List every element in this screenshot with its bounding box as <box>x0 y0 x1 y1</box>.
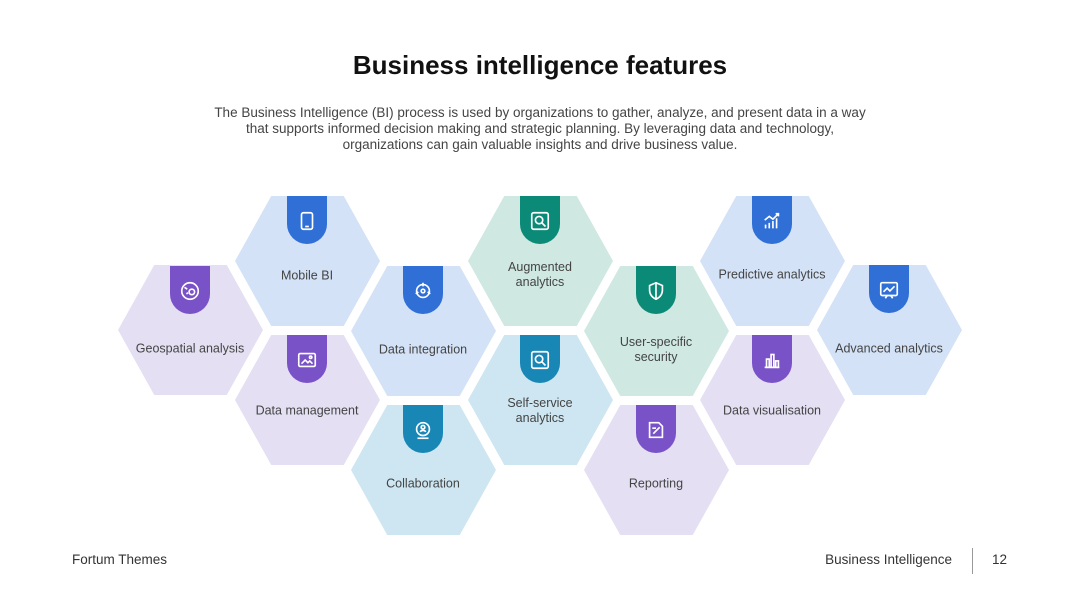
reporting-label: Reporting <box>628 476 684 491</box>
badge-advanced <box>869 265 909 313</box>
advanced-label: Advanced analytics <box>835 341 943 356</box>
monitor-chart-icon <box>879 281 899 299</box>
mobile-bi-label: Mobile BI <box>280 268 334 283</box>
team-icon <box>415 421 431 440</box>
badge-reporting <box>636 405 676 453</box>
badge-augmented <box>520 196 560 244</box>
badge-visualisation <box>752 335 792 383</box>
badge-predictive <box>752 196 792 244</box>
edit-document-icon <box>648 421 664 439</box>
search-chart-icon <box>530 350 550 370</box>
badge-collaboration <box>403 405 443 453</box>
geospatial-label: Geospatial analysis <box>135 341 245 356</box>
badge-mobile-bi <box>287 196 327 244</box>
search-chart-icon <box>530 211 550 231</box>
badge-geospatial <box>170 266 210 314</box>
page-title: Business intelligence features <box>352 50 728 80</box>
image-frame-icon <box>297 352 317 368</box>
badge-data-management <box>287 335 327 383</box>
bar-chart-icon <box>764 353 780 369</box>
cycle-arrows-icon <box>415 282 431 299</box>
shield-icon <box>648 281 664 301</box>
tablet-icon <box>300 211 314 231</box>
page-subtitle: The Business Intelligence (BI) process i… <box>214 105 866 152</box>
data-management-label: Data management <box>255 403 359 418</box>
badge-self-service <box>520 335 560 383</box>
badge-data-integration <box>403 266 443 314</box>
visualisation-label: Data visualisation <box>723 403 821 418</box>
growth-chart-icon <box>764 212 780 229</box>
badge-security <box>636 266 676 314</box>
predictive-label: Predictive analytics <box>718 267 826 282</box>
footer-brand: Fortum Themes <box>72 552 168 567</box>
augmented-label: Augmented analytics <box>508 260 572 289</box>
collaboration-label: Collaboration <box>386 476 460 491</box>
footer-divider <box>972 548 973 574</box>
page-number: 12 <box>992 552 1008 567</box>
footer-section: Business Intelligence <box>825 552 952 567</box>
security-label: User-specific security <box>619 335 693 364</box>
self-service-label: Self-service analytics <box>507 396 573 425</box>
data-integration-label: Data integration <box>378 342 468 357</box>
map-pin-circle-icon <box>180 281 200 301</box>
